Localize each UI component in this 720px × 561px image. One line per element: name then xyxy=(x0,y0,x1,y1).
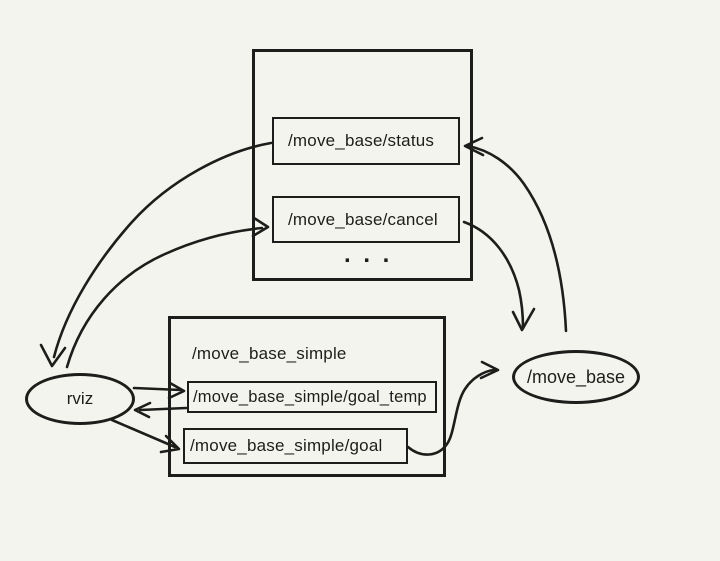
node-label-move-base: /move_base xyxy=(526,366,626,387)
node-label-rviz: rviz xyxy=(66,389,94,408)
topic-label-move-base-cancel: /move_base/cancel xyxy=(288,209,438,229)
arrowhead-goal-temp-to-rviz xyxy=(133,401,152,419)
arrowhead-status-to-rviz xyxy=(39,343,67,368)
more-topics-ellipsis: . . . xyxy=(344,241,393,268)
topic-box-move-base-status: /move_base/status xyxy=(272,117,460,165)
arrowhead-goal-to-move-base xyxy=(479,360,500,380)
arrow-move-base-to-status xyxy=(466,144,568,333)
node-ellipse-move-base: /move_base xyxy=(512,350,640,404)
arrowhead-cancel-to-move-base xyxy=(511,307,536,332)
topic-box-goal: /move_base_simple/goal xyxy=(183,428,408,464)
node-ellipse-rviz: rviz xyxy=(25,373,135,425)
topic-label-goal: /move_base_simple/goal xyxy=(190,436,383,455)
move-base-simple-label: /move_base_simple xyxy=(192,344,347,363)
topic-label-goal-temp: /move_base_simple/goal_temp xyxy=(193,387,427,406)
topic-box-move-base-cancel: /move_base/cancel xyxy=(272,196,460,243)
topic-box-goal-temp: /move_base_simple/goal_temp xyxy=(187,381,437,413)
arrow-rviz-to-goal xyxy=(110,418,177,449)
topic-label-move-base-status: /move_base/status xyxy=(288,131,435,150)
